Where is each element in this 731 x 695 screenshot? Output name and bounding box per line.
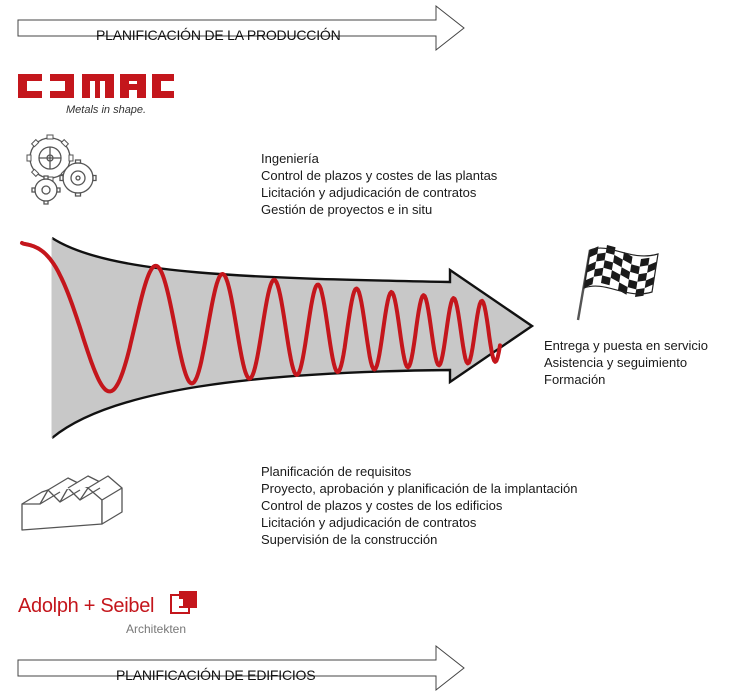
flag-check-square — [622, 252, 633, 265]
factory-icon — [21, 475, 123, 531]
flag-check-square — [586, 261, 597, 273]
flag-check-square — [639, 257, 650, 267]
engineering-task: Control de plazos y costes de las planta… — [261, 168, 498, 183]
delivery-task: Entrega y puesta en servicio — [544, 338, 709, 353]
process-funnel-arrow — [20, 236, 535, 439]
bottom-banner-arrow — [17, 644, 465, 692]
process-wave — [20, 241, 502, 394]
flag-check-square — [620, 267, 631, 280]
engineering-task: Gestión de proyectos e in situ — [261, 202, 433, 217]
delivery-tasks: Entrega y puesta en servicio Asistencia … — [544, 337, 708, 388]
cmac-logo — [16, 70, 176, 120]
flag-check-square — [635, 288, 645, 297]
building-task: Licitación y adjudicación de contratos — [261, 515, 477, 530]
bottom-banner-label: PLANIFICACIÓN DE EDIFICIOS — [116, 667, 316, 683]
flag-check-square — [610, 270, 621, 283]
flag-check-square — [613, 254, 623, 268]
adolph-seibel-logo-mark — [170, 591, 197, 614]
adolph-seibel-logo-sub: Architekten — [126, 622, 187, 636]
flag-check-square — [603, 260, 614, 271]
building-task: Control de plazos y costes de los edific… — [261, 498, 503, 513]
top-banner-label: PLANIFICACIÓN DE LA PRODUCCIÓN — [96, 27, 341, 43]
building-task: Supervisión de la construcción — [261, 532, 438, 547]
funnel-shape — [52, 238, 532, 438]
flag-check-square — [588, 246, 599, 258]
flag-check-square — [644, 276, 655, 289]
flag-check-square — [637, 272, 648, 282]
delivery-task: Asistencia y seguimiento — [544, 355, 688, 370]
building-task: Planificación de requisitos — [261, 464, 412, 479]
cmac-logo-mark — [18, 74, 174, 98]
engineering-task: Ingeniería — [261, 151, 319, 166]
engineering-tasks: Ingeniería Control de plazos y costes de… — [261, 150, 497, 218]
flag-check-square — [630, 264, 640, 275]
flag-check-square — [647, 261, 657, 273]
top-banner-arrow — [17, 4, 465, 52]
flag-check-square — [593, 267, 604, 277]
building-task: Proyecto, aprobación y planificación de … — [261, 481, 578, 496]
funnel-top-edge — [51, 236, 535, 439]
checkered-flag-icon — [576, 245, 659, 321]
flag-check-square — [596, 252, 606, 262]
engineering-task: Licitación y adjudicación de contratos — [261, 185, 477, 200]
flag-check-square — [627, 279, 638, 290]
cmac-tagline: Metals in shape. — [66, 104, 147, 116]
building-tasks: Planificación de requisitos Proyecto, ap… — [261, 463, 578, 548]
flag-check-square — [584, 276, 594, 288]
adolph-seibel-logo-name: Adolph + Seibel — [18, 595, 155, 617]
delivery-task: Formación — [544, 372, 606, 387]
flag-check-square — [601, 275, 611, 286]
gears-icon — [26, 134, 97, 205]
